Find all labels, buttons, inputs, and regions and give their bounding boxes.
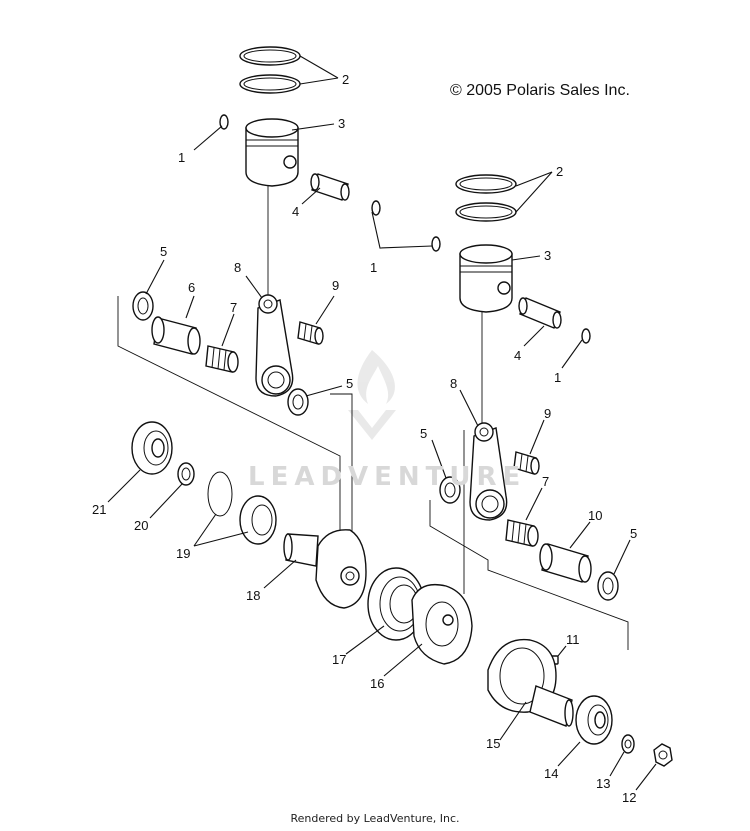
retainer-ring-19a <box>207 471 233 517</box>
bearing-19b <box>239 495 277 545</box>
callout-17: 17 <box>332 652 346 667</box>
piston-left <box>245 118 299 187</box>
callout-9: 9 <box>544 406 551 421</box>
snap-ring-right-a <box>431 236 441 252</box>
piston-ring-right-upper <box>455 174 517 194</box>
callout-8: 8 <box>450 376 457 391</box>
connecting-rod-8b <box>469 422 508 521</box>
nut-12 <box>653 743 673 767</box>
callout-20: 20 <box>134 518 148 533</box>
callout-3: 3 <box>338 116 345 131</box>
callout-15: 15 <box>486 736 500 751</box>
callout-5: 5 <box>420 426 427 441</box>
watermark-logo-icon <box>348 350 396 440</box>
needle-bearing-7a <box>205 345 239 373</box>
callout-5: 5 <box>346 376 353 391</box>
callout-5: 5 <box>630 526 637 541</box>
callout-10: 10 <box>588 508 602 523</box>
callout-3: 3 <box>544 248 551 263</box>
assembly-dash-line <box>117 296 341 584</box>
piston-right <box>459 244 513 313</box>
washer-13 <box>621 734 635 754</box>
piston-ring-left-lower <box>239 74 301 94</box>
callout-4: 4 <box>292 204 299 219</box>
thrust-washer-5c <box>439 476 461 504</box>
crankshaft-center-16 <box>411 583 473 665</box>
thrust-washer-5d <box>597 571 619 601</box>
render-credit: Rendered by LeadVenture, Inc. <box>290 812 460 825</box>
callout-18: 18 <box>246 588 260 603</box>
small-end-bearing-9a <box>297 321 324 345</box>
crank-pin-10 <box>539 543 592 583</box>
snap-ring-left-b <box>371 200 381 216</box>
snap-ring-left-a <box>219 114 229 130</box>
callout-2: 2 <box>342 72 349 87</box>
callout-1: 1 <box>178 150 185 165</box>
callout-1: 1 <box>370 260 377 275</box>
callout-4: 4 <box>514 348 521 363</box>
watermark-text: LEADVENTURE <box>248 462 527 492</box>
callout-numbers: 1 2 3 4 1 2 3 4 1 5 6 7 8 9 5 8 9 5 7 10… <box>92 72 637 805</box>
leader-lines <box>107 55 657 791</box>
piston-ring-right-lower <box>455 202 517 222</box>
callout-2: 2 <box>556 164 563 179</box>
callout-21: 21 <box>92 502 106 517</box>
callout-7: 7 <box>542 474 549 489</box>
callout-12: 12 <box>622 790 636 805</box>
snap-ring-right-b <box>581 328 591 344</box>
callout-1: 1 <box>554 370 561 385</box>
crank-pin-6 <box>151 316 201 355</box>
thrust-washer-5a <box>132 291 154 321</box>
copyright-notice: © 2005 Polaris Sales Inc. <box>450 82 630 99</box>
callout-7: 7 <box>230 300 237 315</box>
crankshaft-half-18 <box>283 529 367 609</box>
thrust-washer-5b <box>287 388 309 416</box>
callout-6: 6 <box>188 280 195 295</box>
callout-11: 11 <box>566 632 580 647</box>
bearing-14 <box>575 695 613 745</box>
callout-8: 8 <box>234 260 241 275</box>
assembly-dash-line <box>330 393 353 560</box>
callout-5: 5 <box>160 244 167 259</box>
connecting-rod-8a <box>255 294 294 397</box>
needle-bearing-7b <box>505 519 539 547</box>
callout-14: 14 <box>544 766 558 781</box>
crankshaft-half-15 <box>487 638 574 727</box>
callout-16: 16 <box>370 676 384 691</box>
piston-ring-left-upper <box>239 46 301 66</box>
piston-pin-left <box>310 173 350 201</box>
small-end-bearing-9b <box>513 451 540 475</box>
callout-9: 9 <box>332 278 339 293</box>
callout-19: 19 <box>176 546 190 561</box>
assembly-dash-line <box>429 500 629 650</box>
piston-pin-right <box>518 297 562 329</box>
ring-20 <box>177 462 195 486</box>
callout-13: 13 <box>596 776 610 791</box>
bearing-21 <box>131 421 173 475</box>
